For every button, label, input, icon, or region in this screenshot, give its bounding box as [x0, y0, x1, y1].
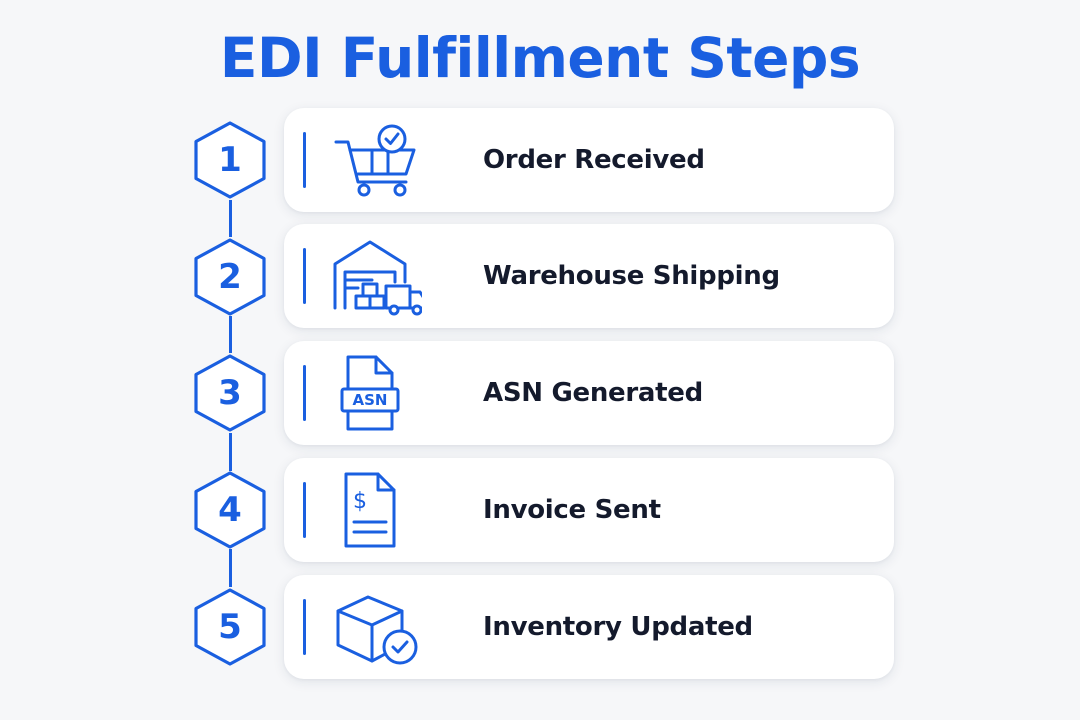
- step-label: ASN Generated: [483, 378, 703, 408]
- card-accent-bar: [303, 599, 306, 655]
- card-accent-bar: [303, 482, 306, 538]
- step-label: Order Received: [483, 145, 705, 175]
- invoice-dollar-icon: $: [332, 470, 422, 550]
- step-marker-2: 2: [193, 237, 267, 317]
- dollar-sign-text: $: [353, 489, 367, 514]
- step-marker-4: 4: [193, 470, 267, 550]
- connector-line: [229, 433, 232, 471]
- asn-icon-text: ASN: [353, 391, 388, 409]
- step-label: Warehouse Shipping: [483, 261, 780, 291]
- connector-line: [229, 316, 232, 353]
- page-title: EDI Fulfillment Steps: [219, 26, 861, 90]
- step-marker-5: 5: [193, 587, 267, 667]
- step-number: 2: [218, 257, 242, 297]
- step-card-invoice-sent: $ Invoice Sent: [284, 458, 894, 562]
- step-number: 5: [218, 607, 242, 647]
- step-card-order-received: Order Received: [284, 108, 894, 212]
- step-card-warehouse-shipping: Warehouse Shipping: [284, 224, 894, 328]
- card-accent-bar: [303, 248, 306, 304]
- step-number: 4: [218, 490, 242, 530]
- card-accent-bar: [303, 365, 306, 421]
- step-card-asn-generated: ASN ASN Generated: [284, 341, 894, 445]
- step-number: 3: [218, 373, 242, 413]
- connector-line: [229, 200, 232, 237]
- step-number: 1: [218, 140, 242, 180]
- connector-line: [229, 549, 232, 587]
- step-card-inventory-updated: Inventory Updated: [284, 575, 894, 679]
- step-label: Inventory Updated: [483, 612, 753, 642]
- step-label: Invoice Sent: [483, 495, 661, 525]
- card-accent-bar: [303, 132, 306, 188]
- step-marker-1: 1: [193, 120, 267, 200]
- box-check-icon: [332, 587, 422, 667]
- shopping-cart-check-icon: [332, 120, 422, 200]
- step-marker-3: 3: [193, 353, 267, 433]
- warehouse-truck-icon: [332, 236, 427, 316]
- asn-document-icon: ASN: [332, 353, 422, 433]
